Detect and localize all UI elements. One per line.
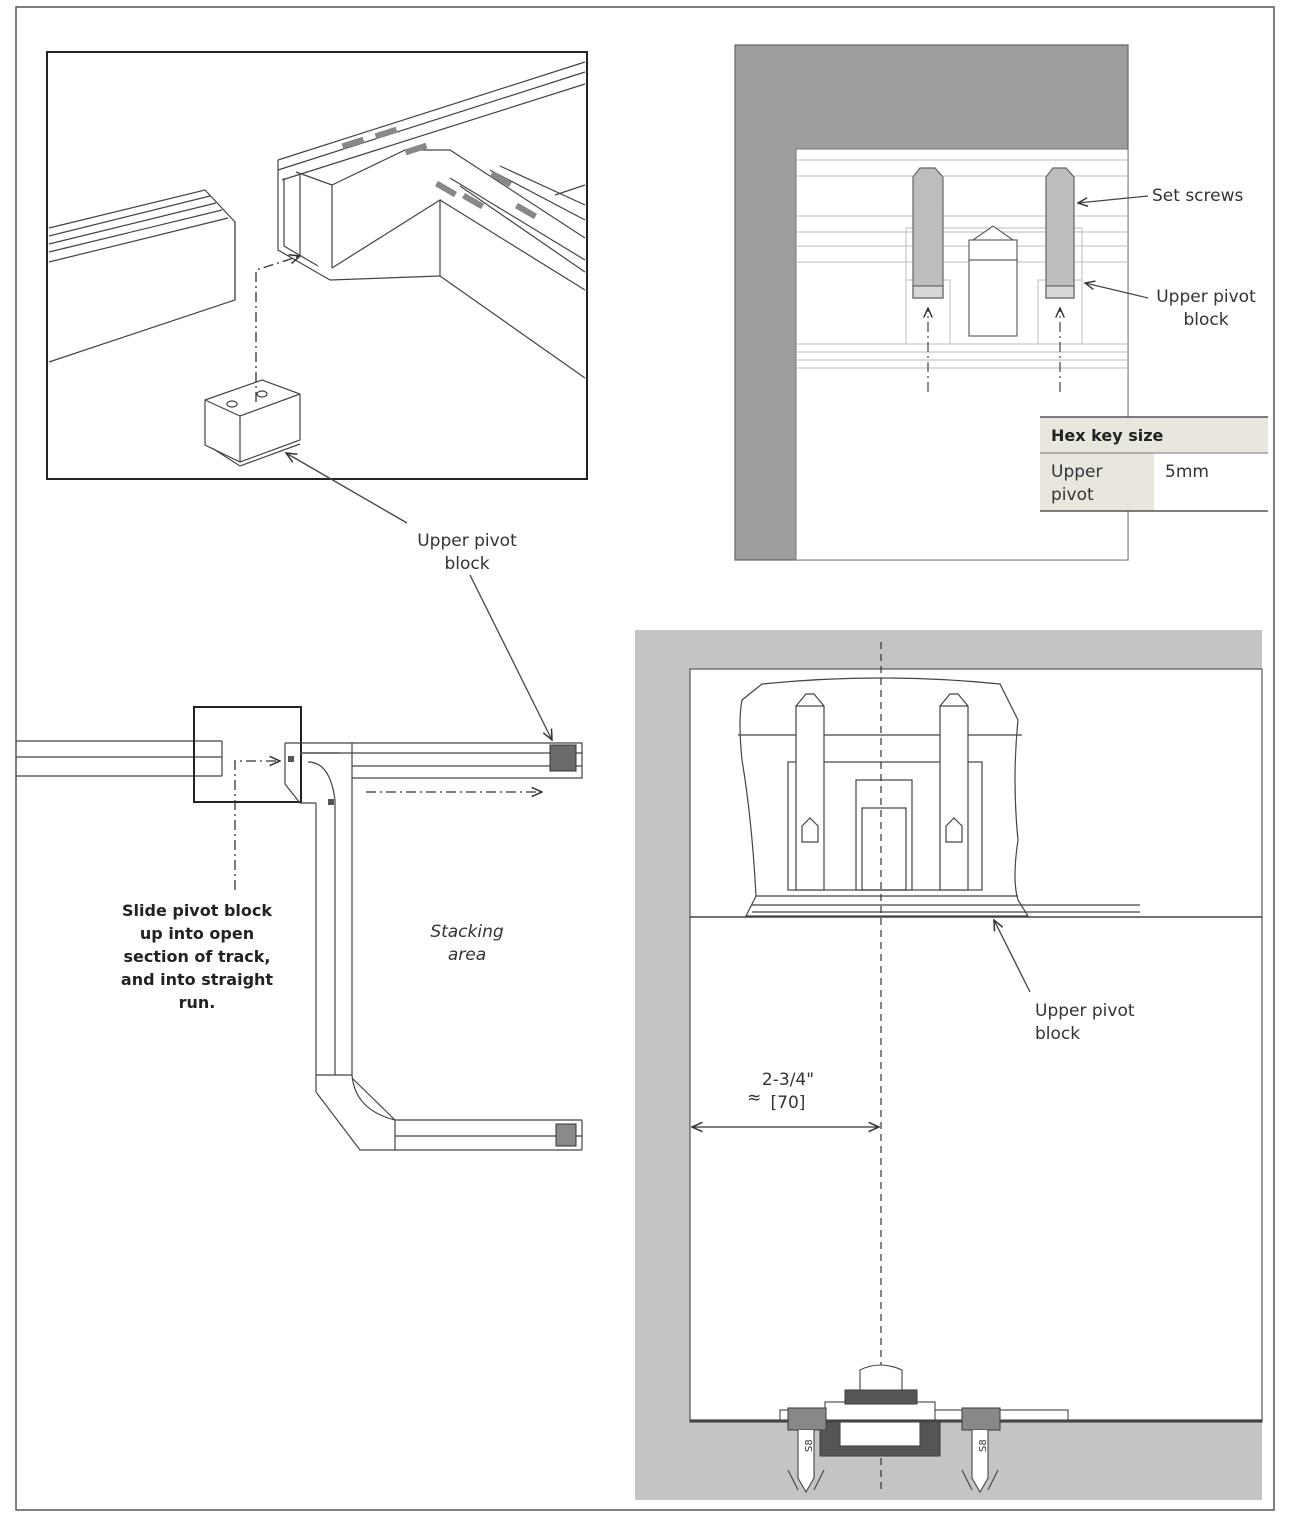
leader-topview-pivot (1085, 283, 1149, 299)
slide-instruction: Slide pivot block up into open section o… (121, 901, 273, 1012)
hex-table-row-label-2: pivot (1051, 485, 1094, 505)
entry-notch (288, 756, 294, 762)
plan-end-block (549, 744, 577, 772)
dimension-imperial: 2-3/4" (762, 1070, 814, 1090)
hex-table-row-label-1: Upper (1051, 462, 1102, 482)
floor-pivot-hardware (689, 1364, 1263, 1494)
screw-insert-arrows (928, 308, 1060, 392)
iso-label-line1: Upper pivot (417, 531, 517, 551)
section-pivot-label-1: Upper pivot (1035, 1001, 1135, 1021)
page-border (15, 6, 1275, 1511)
leader-iso-label (286, 453, 408, 524)
left-track-piece (48, 189, 236, 363)
hex-table-row-value: 5mm (1165, 462, 1209, 482)
instruction-line4: and into straight (121, 970, 273, 989)
instruction-line5: run. (179, 993, 216, 1012)
hex-table-value-bg (1154, 453, 1268, 511)
hex-key-table: Hex key size Upper pivot 5mm (1040, 416, 1268, 512)
corner-stacking-track (284, 742, 583, 1151)
set-screws-label: Set screws (1152, 186, 1244, 206)
dimension-metric: [70] (771, 1093, 806, 1113)
anchor-label-right: S8 (978, 1439, 989, 1452)
corner-track-piece (277, 61, 586, 379)
pivot-block-cube (204, 379, 301, 467)
iso-label-line2: block (444, 554, 489, 574)
leader-set-screws (1078, 195, 1149, 203)
instruction-line1: Slide pivot block (122, 901, 272, 920)
leader-section-pivot (994, 920, 1031, 993)
section-pivot-label-2: block (1035, 1024, 1080, 1044)
left-straight-track (16, 740, 223, 777)
insertion-path-arrow (255, 256, 300, 402)
plan-view-panel: Slide pivot block up into open section o… (16, 706, 583, 1151)
topview-pivot-label-1: Upper pivot (1156, 287, 1256, 307)
instruction-line3: section of track, (123, 947, 270, 966)
stacking-area-label-1: Stacking (430, 922, 504, 942)
isometric-view-panel (46, 51, 588, 480)
leader-to-plan-block (469, 574, 552, 740)
isometric-frame (46, 51, 588, 480)
anchor-label-left: S8 (804, 1439, 815, 1452)
hex-table-rowlabel-bg (1040, 453, 1154, 511)
stacking-area-label-2: area (448, 945, 486, 965)
pivot-block-topview (968, 225, 1018, 337)
plan-bottom-block (555, 1123, 577, 1147)
set-screws (912, 167, 1075, 299)
instruction-line2: up into open (140, 924, 254, 943)
section-view-panel: ≈ 2-3/4" [70] Upper pivot block S8 S8 (635, 630, 1263, 1500)
detail-callout-box (193, 706, 302, 803)
topview-pivot-label-2: block (1183, 310, 1228, 330)
slide-path-arrow (234, 761, 280, 890)
pivot-carrier-body (738, 677, 1140, 917)
track-screws (341, 126, 538, 220)
dimension-approx-symbol: ≈ (747, 1088, 761, 1108)
hex-table-header-bg (1040, 417, 1268, 453)
corner-notch (328, 799, 334, 805)
hex-table-header: Hex key size (1051, 426, 1164, 445)
top-detail-panel: Hex key size Upper pivot 5mm Set screws … (734, 44, 1268, 561)
